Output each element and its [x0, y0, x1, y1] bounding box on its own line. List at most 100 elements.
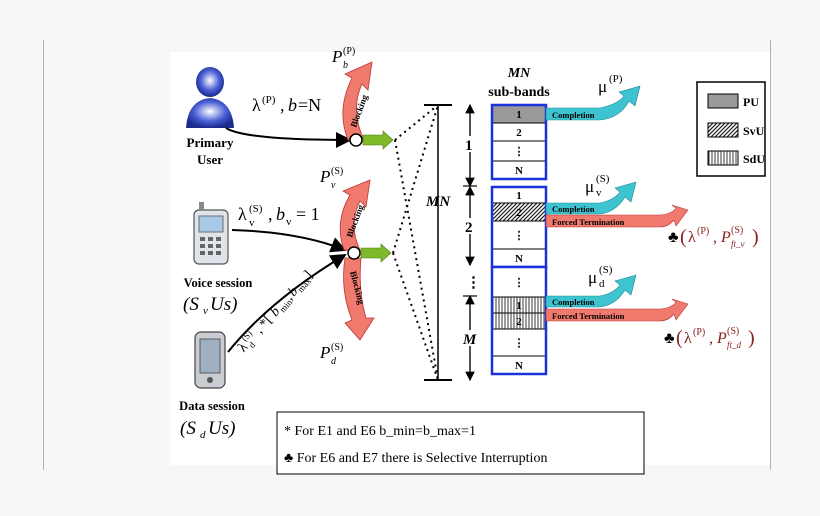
svg-text:=N: =N	[298, 95, 321, 115]
svg-text:λ: λ	[252, 95, 261, 115]
svg-text:d: d	[200, 429, 206, 441]
svg-text:(P): (P)	[343, 46, 355, 57]
sub-band-cell-label: ⋮	[514, 338, 525, 350]
legend-pu-swatch	[707, 93, 739, 109]
svg-text:(P): (P)	[693, 327, 705, 338]
svg-text:b: b	[288, 95, 297, 115]
svg-text:v: v	[203, 305, 208, 317]
completion-arrow-data: Completion	[545, 274, 637, 308]
forced-label: Forced Termination	[552, 311, 625, 321]
primary-accept-arrow	[362, 130, 394, 150]
svg-text:λ: λ	[688, 229, 696, 246]
completion-arrow-primary: Completion	[545, 85, 641, 121]
voice-session-label: Voice session	[184, 276, 253, 290]
sub-band-cell-label: ⋮	[514, 230, 525, 242]
sub-band-cell-label: 2	[516, 316, 522, 328]
secondary-junction	[347, 246, 361, 260]
svg-text:μ: μ	[585, 177, 594, 196]
sub-band-cell-label: 2	[516, 127, 522, 139]
svg-text:(S): (S)	[731, 225, 743, 236]
svg-text:λ: λ	[684, 330, 692, 347]
legend-sdu-swatch	[707, 150, 739, 166]
svg-text:v: v	[249, 217, 255, 229]
svg-text:(S: (S	[183, 294, 199, 315]
sub-band-cell-label: 2	[516, 207, 522, 219]
svg-text:d: d	[247, 340, 258, 350]
legend-pu-label: PU	[743, 95, 759, 109]
svg-text:): )	[752, 226, 759, 248]
group-1-label: 1	[465, 138, 473, 154]
mu-d-label: μ(S) d	[588, 264, 613, 290]
svg-text:v: v	[331, 180, 336, 191]
bands-title-2: sub-bands	[488, 85, 550, 100]
svg-text:= 1: = 1	[296, 204, 320, 224]
legend-sdu-label: SdU	[743, 152, 765, 166]
legend-svu-label: SvU	[743, 124, 765, 138]
sub-band-group-1	[490, 103, 548, 181]
group-dots-label: ⋮	[466, 275, 481, 291]
notes-box: * For E1 and E6 b_min=b_max=1 ♣ For E6 a…	[276, 411, 645, 475]
sub-band-cell-label: 1	[516, 300, 522, 312]
right-border-line	[770, 40, 771, 470]
svg-text:(S): (S)	[727, 326, 739, 337]
sub-band-cell-label: 1	[516, 109, 522, 121]
svg-text:d: d	[599, 278, 605, 290]
svg-text:Us): Us)	[210, 294, 237, 315]
voice-blocking-prob: P(S) v	[319, 166, 343, 191]
forced-termination-arrow-data: Forced Termination	[545, 298, 689, 322]
completion-arrow-voice: Completion	[545, 181, 637, 215]
data-arrival-arrow	[227, 253, 347, 353]
mn-label: MN	[425, 194, 451, 210]
bands-title-1: MN	[507, 66, 531, 81]
group-m-label: M	[462, 332, 477, 348]
svg-text:v: v	[286, 216, 292, 228]
person-icon	[186, 67, 234, 128]
svg-text:b: b	[343, 60, 348, 71]
svg-text:,: ,	[280, 95, 285, 115]
svg-text:(P): (P)	[609, 73, 623, 85]
svg-text:,: ,	[268, 204, 273, 224]
svg-text:d: d	[331, 356, 337, 367]
svg-text:b: b	[276, 204, 285, 224]
svg-text:(S): (S)	[249, 203, 263, 215]
legend-box: PU SvU SdU	[696, 81, 766, 177]
svg-text:P: P	[319, 343, 330, 362]
ft-d-label: ♣ ( λ(P) , P (S)ft_d )	[664, 326, 755, 350]
svg-text:μ: μ	[588, 268, 597, 287]
svg-text:λ: λ	[238, 204, 247, 224]
svg-text:): )	[748, 327, 755, 349]
voice-phone-icon	[193, 202, 229, 265]
primary-junction	[349, 133, 363, 147]
primary-user-label-1: Primary	[187, 135, 234, 150]
svg-text:(S): (S)	[331, 166, 343, 177]
svg-text:(S: (S	[180, 418, 196, 439]
svg-text:(S): (S)	[596, 173, 610, 185]
svg-text:ft_v: ft_v	[731, 239, 745, 249]
forced-termination-arrow-voice: Forced Termination	[545, 204, 689, 228]
sub-band-cell-label: N	[515, 165, 523, 177]
completion-label: Completion	[552, 110, 595, 120]
svg-text:,: ,	[709, 330, 713, 347]
svg-text:♣: ♣	[668, 229, 679, 246]
svg-text:,: ,	[713, 229, 717, 246]
secondary-accept-arrow	[360, 243, 392, 263]
data-session-label: Data session	[179, 399, 245, 413]
svg-text:P: P	[331, 47, 342, 66]
svg-text:P: P	[319, 167, 330, 186]
svg-text:(S): (S)	[599, 264, 613, 276]
completion-label: Completion	[552, 297, 595, 307]
mn-bracket	[424, 104, 452, 381]
data-phone-icon	[194, 331, 226, 389]
sub-band-cell-label: ⋮	[514, 277, 525, 289]
primary-rate-label: λ(P) , b=N	[252, 94, 321, 115]
svg-text:Us): Us)	[208, 418, 235, 439]
svg-text:(P): (P)	[262, 94, 276, 106]
svg-text:v: v	[596, 187, 602, 199]
sub-band-cell-label: ⋮	[514, 146, 525, 158]
svg-text:(: (	[676, 327, 683, 349]
svg-text:(S): (S)	[331, 342, 343, 353]
